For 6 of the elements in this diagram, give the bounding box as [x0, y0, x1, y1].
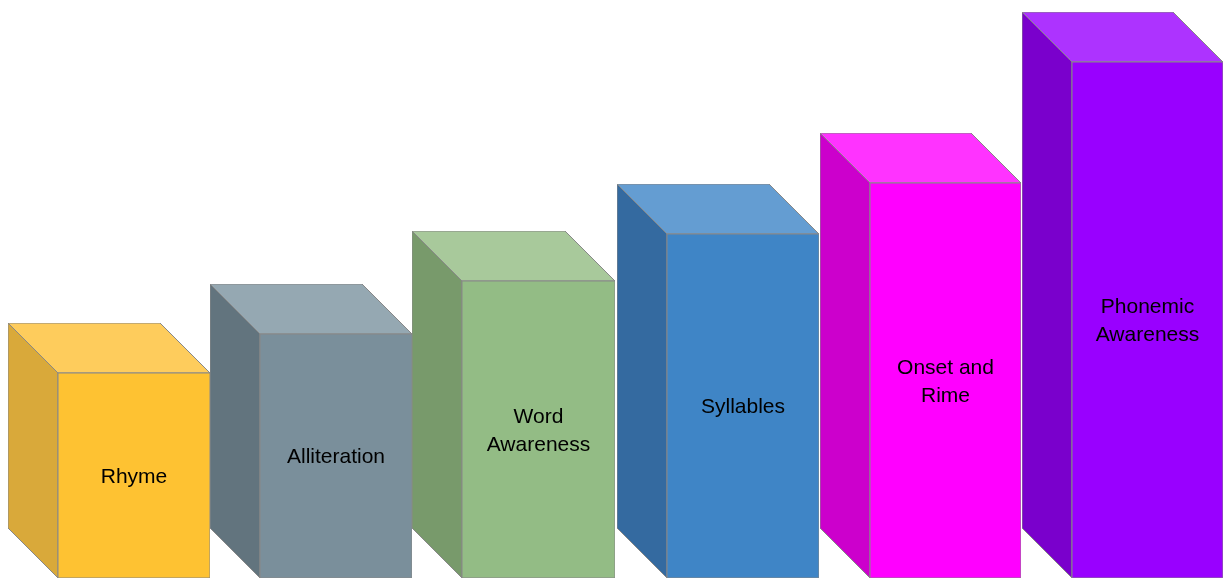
box-label: Phonemic Awareness — [1094, 293, 1201, 347]
box-label: Syllables — [700, 393, 785, 419]
box-label: Rhyme — [100, 462, 168, 489]
box-label: Word Awareness — [485, 402, 592, 457]
box-label: Alliteration — [286, 443, 386, 469]
box-label: Onset and Rime — [896, 353, 995, 408]
